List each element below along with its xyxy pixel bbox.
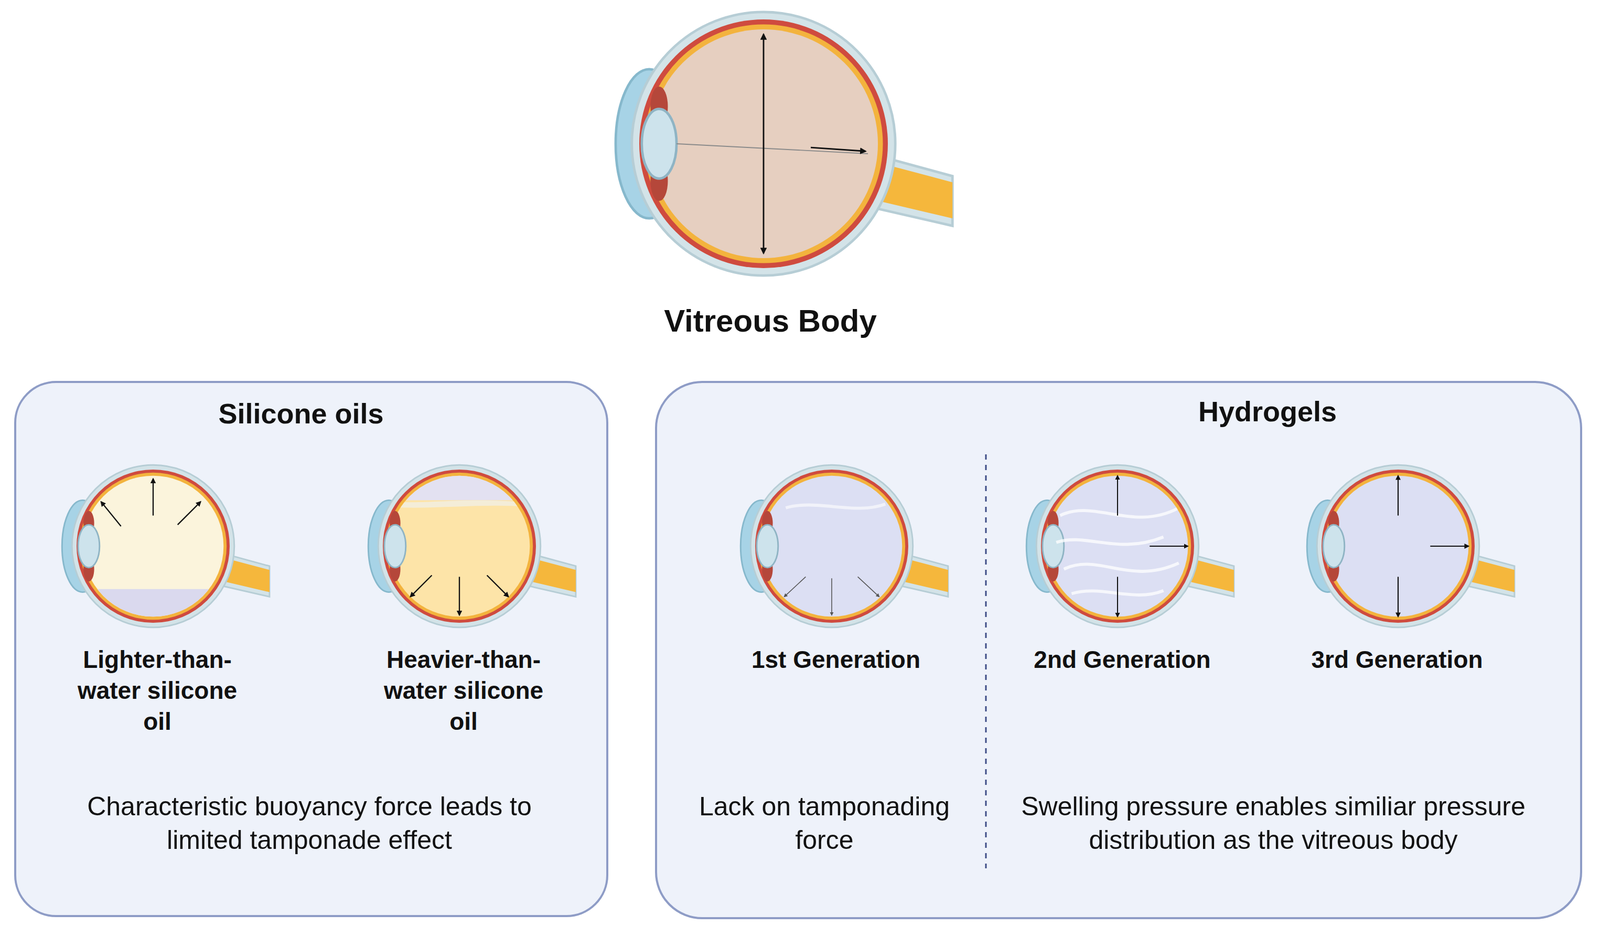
caption-note: Swelling pressure enables similiar press… (987, 789, 1560, 857)
eye-label: Heavier-than-water silicone oil (382, 643, 545, 737)
panel-title: Hydrogels (1198, 394, 1337, 429)
panel-ground (654, 380, 1583, 919)
eye-label: 3rd Generation (1265, 643, 1529, 675)
eye-label: 2nd Generation (991, 643, 1254, 675)
eye-hydrogel-2 (1026, 464, 1234, 628)
caption-note: Characteristic buoyancy force leads to l… (62, 789, 556, 857)
eye-hydrogel-1 (740, 464, 949, 628)
eye-hydrogel-3 (1306, 464, 1515, 628)
eye-label: Lighter-than-water silicone oil (76, 643, 239, 737)
panel-ground (14, 380, 609, 917)
eye-heavy-oil (368, 464, 576, 628)
eye-label: 1st Generation (704, 643, 968, 675)
divider-line (985, 454, 987, 868)
eye-vitreous (615, 12, 953, 276)
caption-note: Lack on tamponading force (677, 789, 972, 857)
figure-title: Vitreous Body (560, 301, 981, 342)
eye-light-oil (61, 464, 270, 628)
panel-title: Silicone oils (218, 396, 384, 431)
